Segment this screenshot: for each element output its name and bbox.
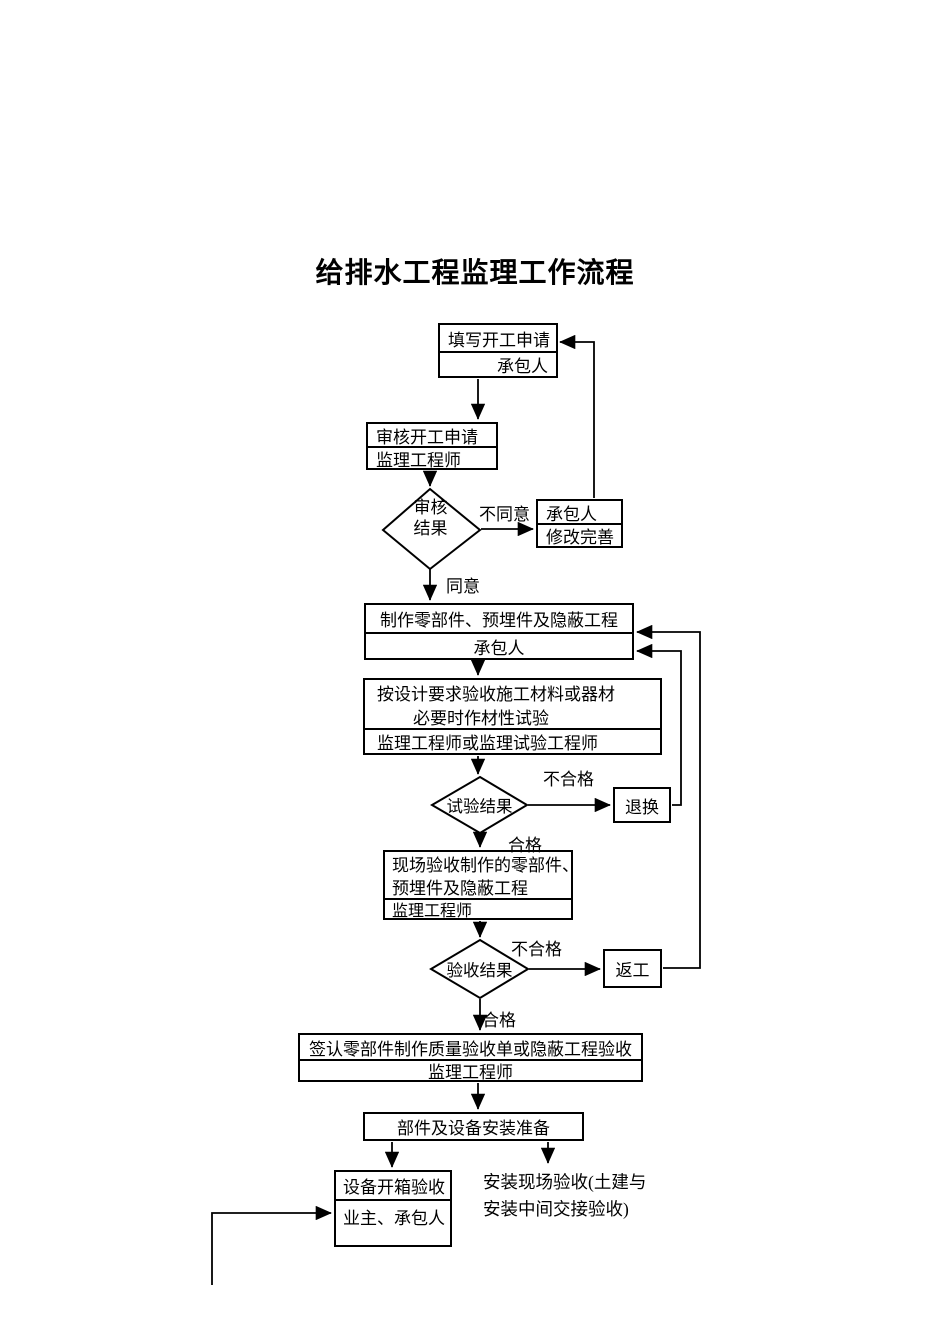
node-site-acceptance-task1: 现场验收制作的零部件、 [392,856,579,875]
edge-revise-feedback [559,334,595,498]
edge-label-test-fail: 不合格 [543,770,594,789]
node-contractor-revise: 承包人 修改完善 [536,499,623,548]
node-fill-application: 填写开工申请 承包人 [438,323,558,378]
node-fabricate: 制作零部件、预埋件及隐蔽工程 承包人 [364,603,634,660]
node-rework-label: 返工 [615,961,650,980]
decision-review-result-label: 审核 结果 [383,497,478,539]
edge-label-acceptance-pass: 合格 [482,1011,516,1030]
node-fabricate-actor: 承包人 [366,632,632,658]
node-site-acceptance-actor: 监理工程师 [385,898,571,920]
decision-test-result-label: 试验结果 [446,797,513,816]
node-rework: 返工 [603,949,662,988]
page-title: 给排水工程监理工作流程 [315,258,635,289]
node-fill-application-actor: 承包人 [440,351,556,376]
decision-review-result-line1: 审核 [413,498,448,517]
node-sign-acceptance-actor: 监理工程师 [300,1059,641,1082]
note-install-site-acceptance-line1: 安装现场验收(土建与 [483,1172,647,1192]
node-site-acceptance: 现场验收制作的零部件、 预埋件及隐蔽工程 监理工程师 [383,850,579,920]
node-material-acceptance-task1: 按设计要求验收施工材料或器材 [377,684,615,704]
note-install-site-acceptance-line2: 安装中间交接验收) [483,1199,629,1219]
node-return-exchange: 退换 [613,787,671,823]
edge-label-agree: 同意 [446,577,480,596]
edge-label-disagree: 不同意 [479,505,530,524]
node-material-acceptance: 按设计要求验收施工材料或器材 必要时作材性试验 监理工程师或监理试验工程师 [363,678,662,755]
node-material-acceptance-task2: 必要时作材性试验 [413,708,549,728]
node-contractor-revise-line1: 承包人 [546,504,597,524]
node-material-acceptance-actor: 监理工程师或监理试验工程师 [365,728,660,753]
node-fabricate-task: 制作零部件、预埋件及隐蔽工程 [380,611,618,630]
node-fill-application-task: 填写开工申请 [448,330,550,350]
node-unboxing: 设备开箱验收 业主、承包人 [334,1170,452,1247]
node-unboxing-actor: 业主、承包人 [336,1199,450,1245]
edge-label-test-pass: 合格 [508,836,542,855]
decision-acceptance-result-label: 验收结果 [446,961,513,980]
node-review-application-actor: 监理工程师 [368,446,496,470]
node-return-exchange-label: 退换 [625,797,659,817]
note-install-site-acceptance: 安装现场验收(土建与 安装中间交接验收) [483,1169,646,1223]
node-review-application-task: 审核开工申请 [376,427,478,447]
edge-external-to-unboxing [211,1205,332,1285]
decision-review-result-line2: 结果 [413,519,448,538]
edge-label-acceptance-fail: 不合格 [511,940,562,959]
node-site-acceptance-task2: 预埋件及隐蔽工程 [392,879,528,898]
node-sign-acceptance-task: 签认零部件制作质量验收单或隐蔽工程验收 [309,1039,632,1059]
node-unboxing-task: 设备开箱验收 [343,1178,445,1197]
node-install-prep-label: 部件及设备安装准备 [397,1119,550,1138]
node-review-application: 审核开工申请 监理工程师 [366,422,498,470]
node-sign-acceptance: 签认零部件制作质量验收单或隐蔽工程验收 监理工程师 [298,1033,643,1082]
node-contractor-revise-line2: 修改完善 [538,523,621,547]
node-install-prep: 部件及设备安装准备 [363,1112,584,1141]
